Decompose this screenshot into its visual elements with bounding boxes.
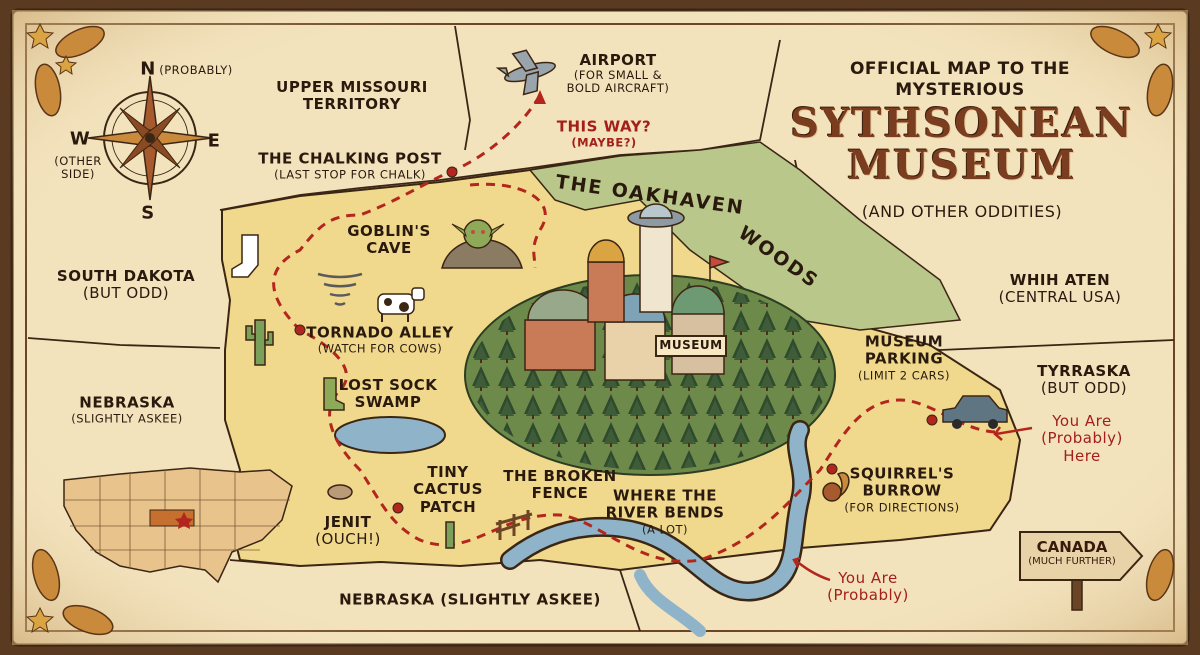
- you-are-here: You Are(Probably)Here: [1041, 412, 1123, 465]
- compass-rose: [87, 75, 213, 201]
- compass-e: E: [207, 130, 221, 152]
- arrow-you-are-here: [993, 426, 1033, 441]
- map-title-line3: SYTHSONEAN: [790, 100, 1134, 147]
- corner-leaves: [31, 25, 1175, 636]
- you-are-probably: You Are(Probably): [827, 568, 909, 604]
- broken-fence-icon: [495, 510, 533, 540]
- river-to-south: [634, 569, 706, 637]
- region-nebraska-south: NEBRASKA (SLIGHTLY ASKEE): [339, 590, 601, 609]
- map-title-line1: OFFICIAL MAP TO THE: [849, 59, 1071, 80]
- corner-stars: [25, 22, 1173, 634]
- car-icon: [942, 395, 1008, 429]
- airplane-icon: [495, 49, 556, 96]
- region-tyrraska: TYRRASKA(BUT ODD): [1037, 361, 1131, 397]
- sock-icon: [231, 234, 259, 278]
- compass-s: S: [141, 202, 155, 224]
- tornado-icon: [317, 272, 363, 306]
- map-title-subtitle: (AND OTHER ODDITIES): [861, 201, 1063, 221]
- cow-icon: [377, 287, 425, 322]
- canada-signpost: [1019, 531, 1144, 611]
- museum-sign-board: [655, 335, 727, 357]
- compass-w: W: [69, 128, 91, 150]
- inset-us-map: [63, 467, 293, 584]
- boot-icon: [323, 377, 345, 411]
- swamp-pond: [334, 416, 446, 454]
- arrow-you-are-probably: [792, 556, 831, 582]
- place-jenit: JENIT(OUCH!): [315, 512, 381, 548]
- green-woods-area: [528, 141, 962, 331]
- region-nebraska-west: NEBRASKA(SLIGHTLY ASKEE): [71, 393, 183, 426]
- place-chalking-post: THE CHALKING POST(LAST STOP FOR CHALK): [258, 149, 442, 182]
- region-south-dakota: SOUTH DAKOTA(BUT ODD): [56, 266, 196, 302]
- squirrel-icon: [822, 472, 850, 502]
- path-branch: [469, 182, 547, 269]
- map-title-line2: MYSTERIOUS: [895, 80, 1025, 101]
- compass-n: N: [140, 58, 156, 80]
- treasure-path: [272, 94, 996, 563]
- path-waypoints: [294, 166, 938, 514]
- rock-icon: [327, 484, 353, 500]
- museum-complex: [524, 203, 731, 381]
- goblin-icon: [441, 219, 523, 269]
- arrow-this-way: [534, 90, 546, 104]
- map-title-line4: MUSEUM: [847, 142, 1077, 189]
- place-tornado-alley: TORNADO ALLEY(WATCH FOR COWS): [306, 323, 454, 356]
- region-whitaten: WHIH ATEN(CENTRAL USA): [998, 270, 1122, 306]
- compass-n-note: (PROBABLY): [159, 62, 233, 77]
- cactus-icon: [245, 319, 455, 549]
- museum-sign: MUSEUM: [659, 338, 723, 353]
- canada-sign: CANADA (MUCH FURTHER): [1028, 538, 1116, 567]
- place-this-way: THIS WAY?(MAYBE?): [556, 117, 652, 150]
- place-airport: AIRPORT(FOR SMALL &BOLD AIRCRAFT): [566, 51, 670, 96]
